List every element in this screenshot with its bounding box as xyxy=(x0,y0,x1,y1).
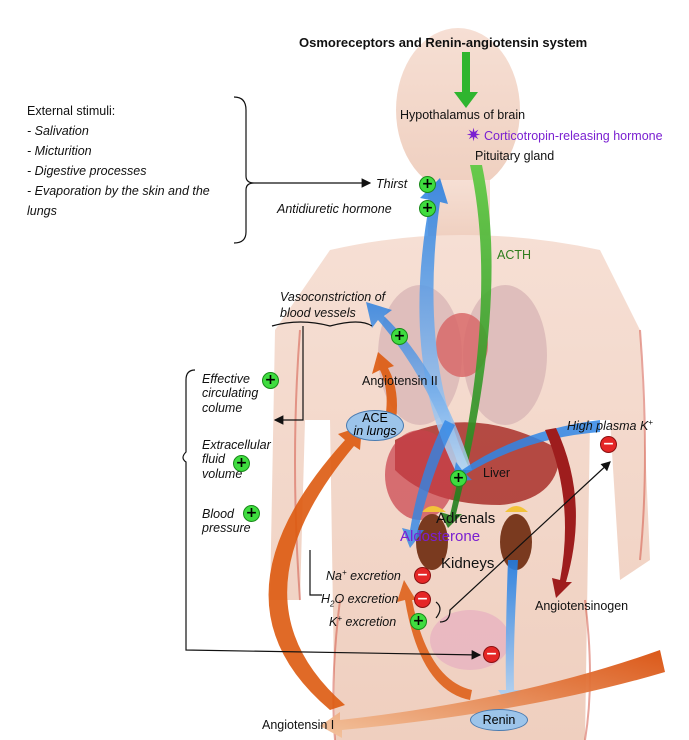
acth-label: ACTH xyxy=(497,248,531,262)
adh-label: Antidiuretic hormone xyxy=(277,202,392,216)
stimulus-micturition: - Micturition xyxy=(27,141,210,161)
ace-location-label: in lungs xyxy=(347,425,403,438)
pituitary-label: Pituitary gland xyxy=(475,149,554,163)
liver-label: Liver xyxy=(483,466,510,480)
external-stimuli-heading: External stimuli: xyxy=(27,104,115,118)
renin-oval: Renin xyxy=(470,709,528,731)
minus-icon: − xyxy=(600,436,617,453)
ace-in-lungs-oval: ACE in lungs xyxy=(346,410,404,441)
na-excretion-label: Na+ excretion xyxy=(326,568,401,584)
vasoconstriction-label-line1: Vasoconstriction of xyxy=(280,290,385,304)
high-plasma-k-label: High plasma K+ xyxy=(567,418,653,434)
k-excretion-label: K+ excretion xyxy=(329,614,396,630)
plus-icon: + xyxy=(233,455,250,472)
h2o-excretion-label: H2O excretion xyxy=(321,592,398,609)
vasoconstriction-label-line2: blood vessels xyxy=(280,306,356,320)
plus-icon: + xyxy=(410,613,427,630)
angiotensinogen-label: Angiotensinogen xyxy=(535,599,628,613)
star-icon: ✷ xyxy=(466,125,481,146)
kidneys-label: Kidneys xyxy=(441,555,494,572)
hypothalamus-label: Hypothalamus of brain xyxy=(400,108,525,122)
plus-icon: + xyxy=(391,328,408,345)
plus-icon: + xyxy=(262,372,279,389)
angiotensin-ii-label: Angiotensin II xyxy=(362,374,438,388)
external-stimuli-list: - Salivation - Micturition - Digestive p… xyxy=(27,121,210,221)
minus-icon: − xyxy=(414,591,431,608)
plus-icon: + xyxy=(419,200,436,217)
plus-icon: + xyxy=(419,176,436,193)
plus-icon: + xyxy=(243,505,260,522)
stimulus-digestive: - Digestive processes xyxy=(27,161,210,181)
crh-label: Corticotropin-releasing hormone xyxy=(484,129,663,143)
effective-circulating-volume-label: Effective circulating colume xyxy=(202,372,258,415)
stimulus-salivation: - Salivation xyxy=(27,121,210,141)
diagram-title: Osmoreceptors and Renin-angiotensin syst… xyxy=(299,36,587,51)
minus-icon: − xyxy=(483,646,500,663)
thirst-label: Thirst xyxy=(376,177,407,191)
stimulus-evaporation-cont: lungs xyxy=(27,201,210,221)
angiotensin-i-label: Angiotensin I xyxy=(262,718,334,732)
plus-icon: + xyxy=(450,470,467,487)
aldosterone-label: Aldosterone xyxy=(400,528,480,545)
adrenals-label: Adrenals xyxy=(436,510,495,527)
minus-icon: − xyxy=(414,567,431,584)
stimulus-evaporation: - Evaporation by the skin and the xyxy=(27,181,210,201)
